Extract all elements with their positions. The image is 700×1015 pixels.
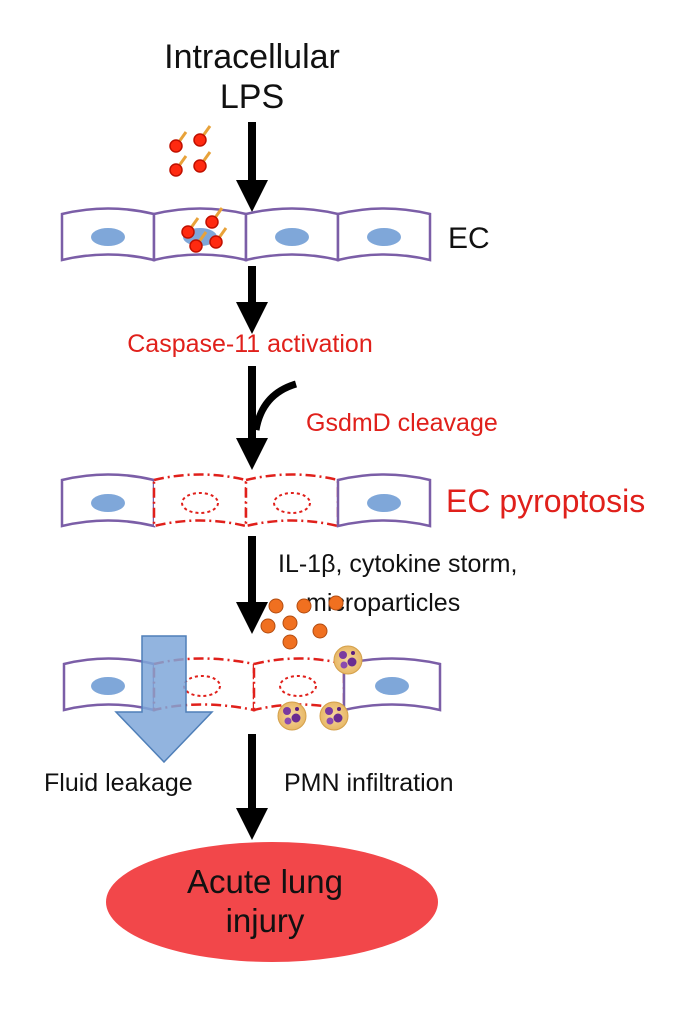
lps-molecule [169,131,188,153]
cytokine-particle [328,595,344,611]
pyroptotic-cell [152,473,248,528]
nucleus [367,228,401,246]
cytokine-particle [282,634,298,650]
gsdmd-branch-curve [252,380,298,431]
pmn-cell [277,701,307,731]
label-gsdmd-cleavage: GsdmD cleavage [306,409,498,437]
pmn-cells [277,645,363,731]
lps-molecule [193,125,212,147]
cytokine-particles [260,595,344,650]
label-caspase-11-activation: Caspase-11 activation [127,330,373,358]
label-fluid-leakage: Fluid leakage [44,769,193,797]
fluid-leakage-arrow [114,635,214,764]
ec-layer-leaky [62,657,442,712]
lps-molecule [205,207,224,229]
label-ec: EC [448,222,490,255]
cytokine-particle [282,615,298,631]
lps-molecule [193,151,212,173]
outcome-line-1: Acute lung [187,863,343,900]
nucleus [91,677,125,695]
pmn-cell [319,701,349,731]
cytokine-particle [260,618,276,634]
title-line-1: Intracellular [164,38,340,76]
ec-layer-normal [60,207,432,262]
pyroptotic-nucleus [273,492,311,514]
nucleus [91,494,125,512]
lps-molecule [189,231,208,253]
pyroptotic-cell [244,473,340,528]
lps-molecule [181,217,200,239]
title-line-2: LPS [220,78,284,116]
cytokine-particle [312,623,328,639]
label-ec-pyroptosis: EC pyroptosis [446,483,645,519]
acute-lung-injury-ellipse [106,842,438,962]
lps-molecule [169,155,188,177]
label-pmn-infiltration: PMN infiltration [284,769,454,797]
ec-layer-pyroptosis [60,473,432,528]
label-il1b-cytokine-storm: IL-1β, cytokine storm, [278,550,517,578]
cytokine-particle [268,598,284,614]
pyroptotic-nucleus [181,492,219,514]
pmn-cell [333,645,363,675]
pyroptotic-cell [252,657,346,712]
nucleus [91,228,125,246]
nucleus [275,228,309,246]
cytokine-particle [296,598,312,614]
lps-molecule [209,227,228,249]
nucleus [367,494,401,512]
pyroptotic-nucleus [279,675,317,697]
lps-free-cluster [169,125,212,177]
nucleus [375,677,409,695]
outcome-line-2: injury [226,902,305,939]
lps-intracellular-cluster [181,207,228,253]
